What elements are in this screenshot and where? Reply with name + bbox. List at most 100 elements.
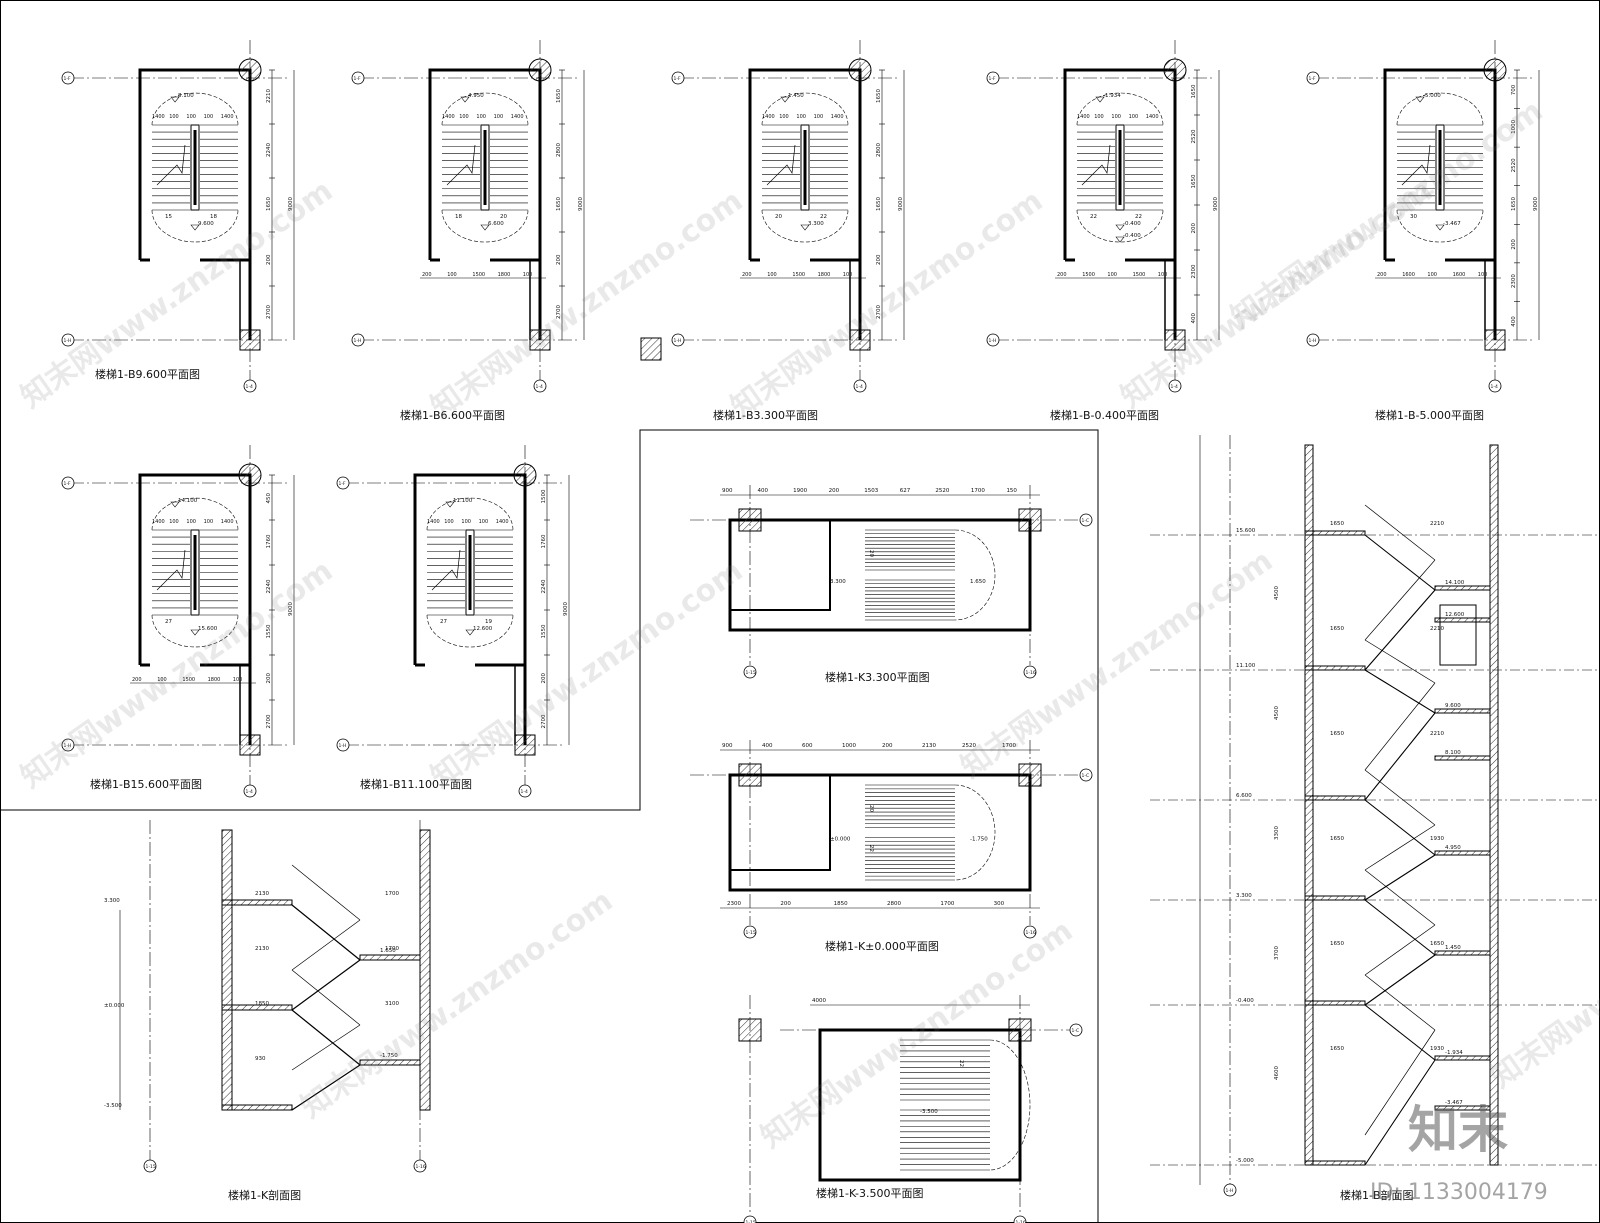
stair-flight bbox=[1364, 1059, 1436, 1166]
column bbox=[238, 58, 262, 82]
column bbox=[528, 58, 552, 82]
dim-label: 2700 bbox=[266, 714, 272, 728]
handrail bbox=[193, 535, 197, 610]
caption-plan-k-3500: 楼梯1-K-3.500平面图 bbox=[816, 1187, 924, 1200]
level-label: -1.750 bbox=[970, 837, 988, 843]
dim-label: 1650 bbox=[1330, 521, 1344, 527]
dim-label: 100 bbox=[796, 114, 806, 120]
dim-label: 100 bbox=[767, 272, 777, 278]
clearance-arc bbox=[426, 497, 514, 531]
wall bbox=[818, 1028, 1022, 1182]
clearance-arc bbox=[761, 209, 849, 243]
axis-label: 1-4 bbox=[1171, 384, 1178, 390]
dim-label: 100 bbox=[1107, 272, 1117, 278]
level-label: -1.934 bbox=[1103, 93, 1121, 99]
axis-label: 1-H bbox=[339, 743, 347, 749]
step-count: 22 bbox=[868, 845, 874, 852]
dim-label: 1500 bbox=[182, 677, 195, 683]
dim-label: 900 bbox=[722, 488, 733, 494]
dim-label: 1650 bbox=[1330, 626, 1344, 632]
dim-label: 400 bbox=[758, 488, 769, 494]
dim-label: 2240 bbox=[266, 143, 272, 157]
axis-label: 1-C bbox=[1082, 518, 1090, 524]
clearance-arc bbox=[151, 92, 239, 126]
level-label: ±0.000 bbox=[830, 837, 851, 843]
column bbox=[1163, 58, 1187, 82]
clearance-arc bbox=[954, 784, 996, 881]
dim-label: 200 bbox=[829, 488, 840, 494]
column bbox=[738, 763, 762, 787]
plan-b-5000: 1-F1-H1-47001000252016502002300400900020… bbox=[1306, 40, 1540, 393]
axis-bubble bbox=[1023, 925, 1037, 939]
section-wall bbox=[221, 829, 233, 1111]
axis-bubble bbox=[351, 333, 365, 347]
dim-label: 2130 bbox=[922, 743, 936, 749]
axis-label: 1-4 bbox=[1491, 384, 1498, 390]
dim-label: 100 bbox=[169, 519, 179, 525]
dim-label: 2700 bbox=[541, 714, 547, 728]
dim-label: 2800 bbox=[876, 143, 882, 157]
axis-bubble bbox=[1223, 1183, 1237, 1197]
dim-label: 3300 bbox=[1274, 826, 1280, 840]
axis-label: 1-4 bbox=[536, 384, 543, 390]
axis-bubble bbox=[61, 333, 75, 347]
dim-label: 100 bbox=[814, 114, 824, 120]
dim-label: 200 bbox=[882, 743, 893, 749]
dim-label: 2700 bbox=[876, 305, 882, 319]
dim-label: 2520 bbox=[1511, 158, 1517, 172]
axis-bubble bbox=[143, 1159, 157, 1173]
dim-label: 1700 bbox=[940, 901, 954, 907]
dim-label: 1650 bbox=[876, 89, 882, 103]
axis-label: 1-15 bbox=[146, 1164, 156, 1170]
dim-label: 100 bbox=[447, 272, 457, 278]
dim-label: 1500 bbox=[1082, 272, 1095, 278]
caption-section-k: 楼梯1-K剖面图 bbox=[228, 1189, 302, 1202]
stair-flight bbox=[291, 1064, 361, 1111]
caption-plan-b-0400: 楼梯1-B-0.400平面图 bbox=[1050, 409, 1159, 422]
stair-flight bbox=[1364, 799, 1436, 856]
window bbox=[1439, 604, 1477, 666]
stair-flight bbox=[1364, 954, 1436, 1006]
clearance-arc bbox=[954, 529, 996, 621]
handrail bbox=[1364, 1029, 1436, 1136]
axis-bubble bbox=[61, 476, 75, 490]
landing bbox=[1434, 755, 1491, 761]
column bbox=[239, 329, 261, 351]
level-label: 11.100 bbox=[453, 498, 473, 504]
stair-flight bbox=[1364, 534, 1436, 591]
dim-label: 1900 bbox=[793, 488, 807, 494]
column bbox=[848, 58, 872, 82]
plan-b11100: 1-F1-H1-41500176022401550200270090001400… bbox=[336, 445, 570, 798]
dim-label: 1503 bbox=[864, 488, 878, 494]
level-label: ±0.000 bbox=[104, 1003, 125, 1009]
dim-label: 1930 bbox=[1430, 836, 1444, 842]
dim-label: 400 bbox=[762, 743, 773, 749]
dim-label: 1760 bbox=[541, 534, 547, 548]
dim-label: 1400 bbox=[427, 519, 440, 525]
dim-label: 900 bbox=[722, 743, 733, 749]
column bbox=[1018, 508, 1042, 532]
step-count: 20 bbox=[775, 214, 782, 220]
caption-plan-k3300: 楼梯1-K3.300平面图 bbox=[825, 671, 930, 684]
dim-label: 2240 bbox=[541, 579, 547, 593]
level-mark bbox=[800, 224, 810, 231]
slab bbox=[221, 1104, 293, 1111]
dim-label: 1650 bbox=[556, 89, 562, 103]
level-mark bbox=[460, 96, 470, 103]
level-mark bbox=[1115, 224, 1125, 231]
landing bbox=[1434, 708, 1491, 714]
wall bbox=[1063, 68, 1177, 340]
axis-label: 1-H bbox=[1309, 338, 1317, 344]
wall bbox=[728, 773, 1032, 892]
stair-flight bbox=[1364, 1004, 1436, 1061]
landing bbox=[1434, 617, 1491, 623]
stair-flight bbox=[291, 904, 361, 961]
level-mark bbox=[1415, 96, 1425, 103]
dim-label: 1500 bbox=[541, 489, 547, 503]
level-label: 9.600 bbox=[198, 221, 214, 227]
